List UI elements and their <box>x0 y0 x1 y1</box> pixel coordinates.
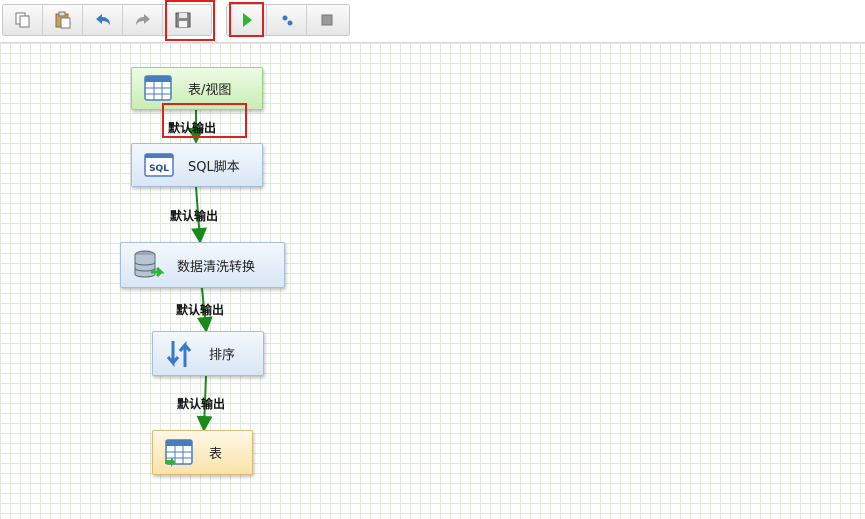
debug-button[interactable] <box>267 5 307 35</box>
save-icon <box>175 12 191 28</box>
svg-text:SQL: SQL <box>149 164 169 174</box>
undo-icon <box>95 14 110 25</box>
node-sort[interactable]: 排序 <box>152 331 264 376</box>
run-toolbar-group <box>226 4 350 36</box>
edge-label: 默认输出 <box>177 397 226 411</box>
paste-button[interactable] <box>43 5 83 35</box>
copy-button[interactable] <box>3 5 43 35</box>
redo-icon <box>135 14 150 25</box>
edge-label: 默认输出 <box>168 121 217 135</box>
run-highlight-box <box>229 2 264 37</box>
play-icon <box>242 13 252 27</box>
undo-button[interactable] <box>83 5 123 35</box>
database-transform-icon <box>134 250 165 278</box>
table-view-icon <box>144 74 172 101</box>
node-table-view[interactable]: 表/视图 <box>131 67 263 110</box>
node-sql-script[interactable]: SQL SQL脚本 <box>131 143 263 187</box>
node-label: 表 <box>209 447 223 462</box>
table-icon <box>165 438 193 467</box>
toolbar <box>0 0 865 43</box>
node-data-cleanse-transform[interactable]: 数据清洗转换 <box>120 242 285 288</box>
edge-label: 默认输出 <box>170 209 219 223</box>
node-label: 表/视图 <box>188 83 232 98</box>
node-table[interactable]: 表 <box>152 430 253 475</box>
step-icon <box>282 15 292 26</box>
stop-button[interactable] <box>307 5 347 35</box>
edge-label: 默认输出 <box>176 303 225 317</box>
save-button[interactable] <box>163 5 203 35</box>
sql-icon: SQL <box>144 153 174 177</box>
node-label: 数据清洗转换 <box>177 259 256 275</box>
sort-icon <box>166 340 192 367</box>
edit-toolbar-group <box>2 4 212 36</box>
save-highlight-box <box>165 0 215 41</box>
run-button[interactable] <box>227 5 267 35</box>
redo-button[interactable] <box>123 5 163 35</box>
stop-icon <box>321 14 333 26</box>
node-label: 排序 <box>209 348 236 363</box>
node-label: SQL脚本 <box>188 159 240 175</box>
edge-label-highlight-box <box>162 103 247 138</box>
paste-icon <box>55 11 70 29</box>
copy-icon <box>15 12 29 28</box>
